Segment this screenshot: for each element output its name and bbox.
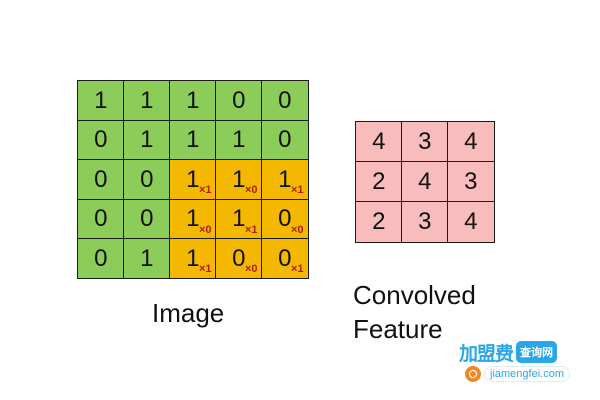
feature-cell: 3: [401, 201, 449, 243]
watermark-title-row: 加盟费 查询网: [459, 340, 579, 365]
cell-value: 1: [140, 86, 154, 114]
kernel-cell: 1×0: [215, 159, 263, 201]
cell-value: 0: [94, 165, 108, 193]
feature-cell: 3: [401, 121, 449, 163]
image-cell: 1: [169, 119, 217, 161]
image-label: Image: [152, 298, 225, 328]
image-cell: 0: [215, 80, 263, 122]
image-cell: 1: [123, 80, 171, 122]
feature-cell: 4: [401, 161, 449, 203]
image-cell: 0: [77, 159, 125, 201]
image-cell: 1: [123, 238, 171, 280]
image-cell: 0: [77, 238, 125, 280]
feature-cell: 4: [447, 121, 495, 163]
kernel-weight: ×1: [198, 263, 212, 276]
cell-value: 1: [232, 205, 246, 233]
kernel-weight: ×1: [244, 223, 258, 236]
image-cell: 1: [123, 119, 171, 161]
kernel-cell: 0×1: [261, 238, 309, 280]
kernel-weight: ×0: [198, 223, 212, 236]
feature-cell: 3: [447, 161, 495, 203]
kernel-weight: ×1: [290, 263, 304, 276]
kernel-weight: ×1: [290, 184, 304, 197]
cell-value: 1: [278, 165, 292, 193]
cell-value: 0: [140, 165, 154, 193]
image-cell: 0: [123, 159, 171, 201]
cell-value: 0: [278, 244, 292, 272]
image-cell: 0: [261, 119, 309, 161]
cell-value: 1: [94, 86, 108, 114]
image-cell: 0: [123, 198, 171, 240]
kernel-cell: 1×1: [169, 238, 217, 280]
watermark-badge: 查询网: [516, 341, 558, 363]
feature-cell: 2: [355, 161, 403, 203]
cell-value: 1: [140, 244, 154, 272]
cell-value: 0: [140, 205, 154, 233]
cell-value: 1: [186, 244, 200, 272]
cell-value: 0: [232, 86, 246, 114]
kernel-cell: 1×1: [169, 159, 217, 201]
kernel-cell: 1×1: [261, 159, 309, 201]
image-cell: 0: [77, 119, 125, 161]
watermark-url-row: jiamengfei.com: [465, 364, 579, 384]
image-cell: 0: [261, 80, 309, 122]
cell-value: 1: [232, 126, 246, 154]
cell-value: 1: [186, 205, 200, 233]
cell-value: 1: [140, 126, 154, 154]
watermark-main-text: 加盟费: [459, 343, 514, 365]
cell-value: 0: [94, 244, 108, 272]
cell-value: 0: [278, 126, 292, 154]
cell-value: 1: [186, 126, 200, 154]
image-cell: 0: [77, 198, 125, 240]
cell-value: 0: [232, 244, 246, 272]
watermark-logo: 加盟费 查询网 jiamengfei.com: [459, 340, 579, 388]
feature-cell: 2: [355, 201, 403, 243]
kernel-cell: 0×0: [215, 238, 263, 280]
cell-value: 1: [186, 165, 200, 193]
feature-cell: 4: [447, 201, 495, 243]
kernel-cell: 1×0: [169, 198, 217, 240]
cell-value: 0: [94, 205, 108, 233]
watermark-url: jiamengfei.com: [484, 366, 570, 382]
cell-value: 0: [94, 126, 108, 154]
kernel-cell: 1×1: [215, 198, 263, 240]
cell-value: 0: [278, 86, 292, 114]
cell-value: 1: [232, 165, 246, 193]
cell-value: 0: [278, 205, 292, 233]
kernel-weight: ×0: [290, 223, 304, 236]
kernel-cell: 0×0: [261, 198, 309, 240]
kernel-weight: ×1: [198, 184, 212, 197]
convolved-feature-label: Convolved Feature: [353, 280, 476, 344]
magnifier-icon: [465, 366, 481, 382]
kernel-weight: ×0: [244, 184, 258, 197]
image-cell: 1: [169, 80, 217, 122]
image-cell: 1: [77, 80, 125, 122]
image-cell: 1: [215, 119, 263, 161]
cell-value: 1: [186, 86, 200, 114]
kernel-weight: ×0: [244, 263, 258, 276]
feature-cell: 4: [355, 121, 403, 163]
